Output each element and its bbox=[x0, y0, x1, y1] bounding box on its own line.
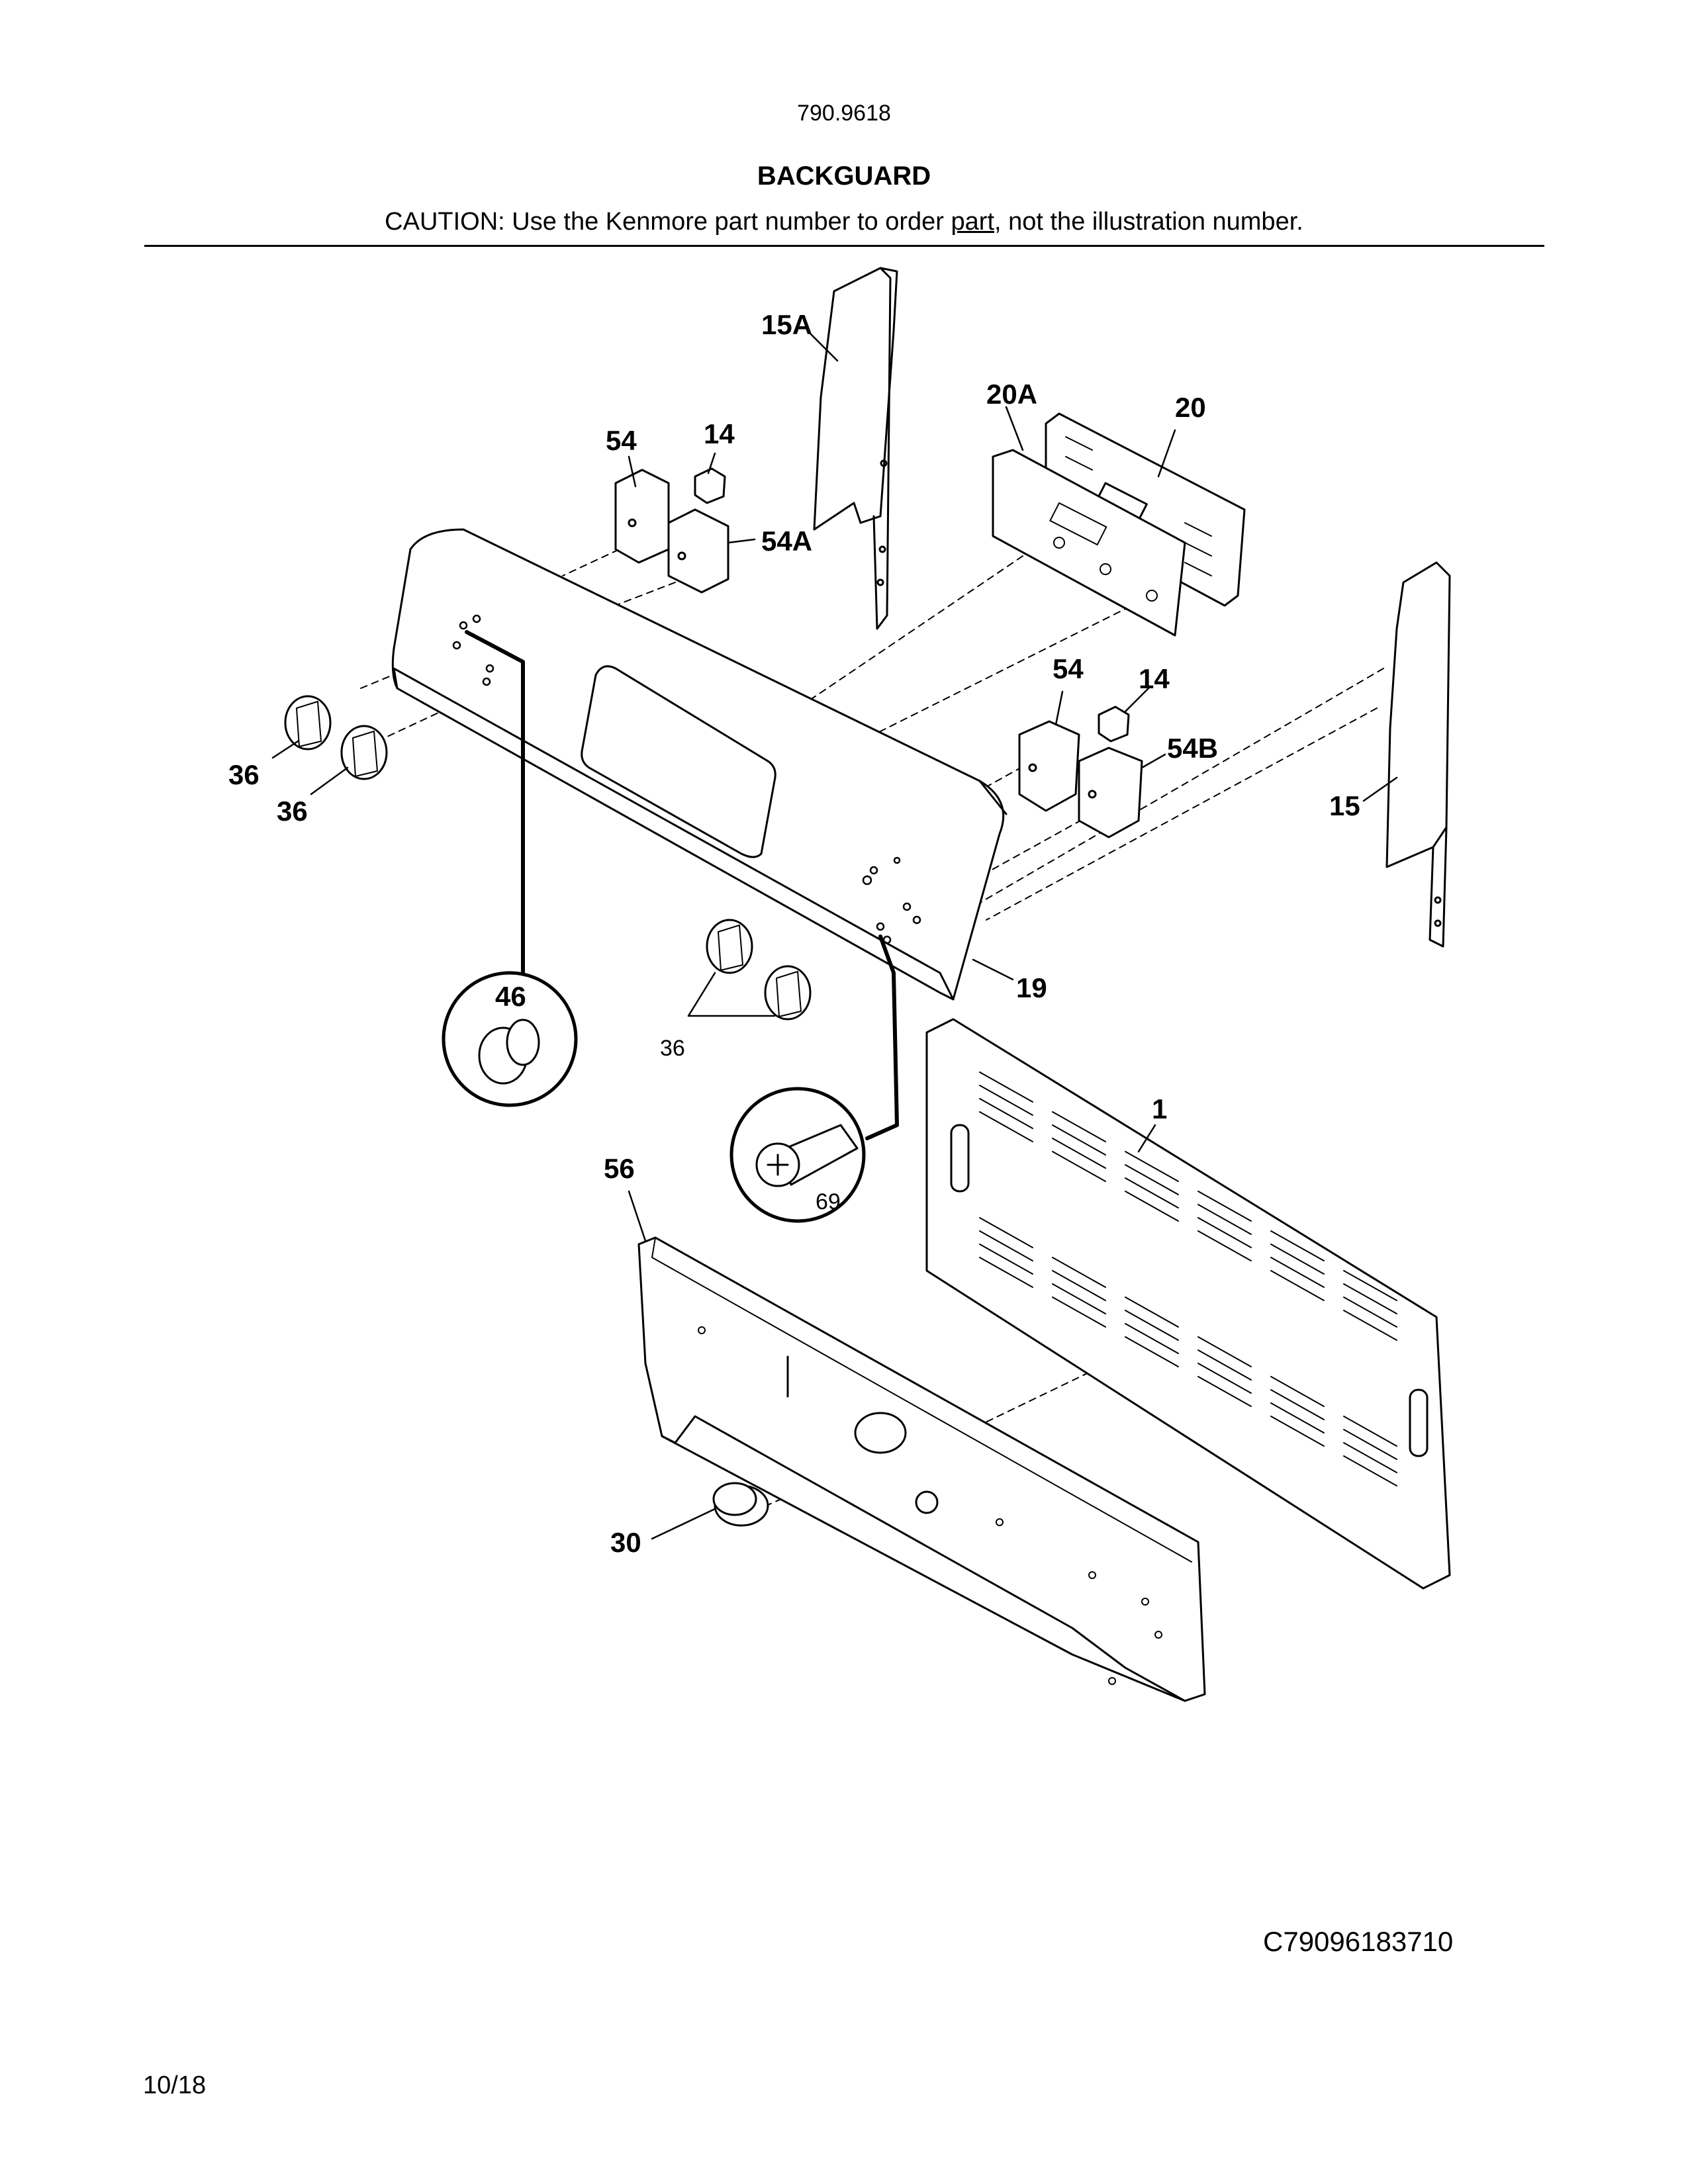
knob-left-upper bbox=[284, 695, 332, 751]
panel-mount-holes bbox=[452, 614, 921, 944]
label-20: 20 bbox=[1175, 392, 1206, 423]
revision-date: 10/18 bbox=[143, 2071, 207, 2099]
page-title: BACKGUARD bbox=[757, 161, 931, 191]
control-overlay bbox=[992, 449, 1186, 637]
caution-note: CAUTION: Use the Kenmore part number to … bbox=[0, 208, 1688, 236]
relay-upper bbox=[694, 467, 726, 504]
caution-text-end: , not the illustration number. bbox=[994, 208, 1303, 236]
diagram-code: C79096183710 bbox=[1263, 1926, 1454, 1957]
knob-left-lower bbox=[340, 725, 388, 780]
switch-upper-front bbox=[667, 508, 729, 594]
label-54-mid: 54 bbox=[1053, 653, 1084, 684]
detail-callout-screw bbox=[729, 934, 899, 1223]
header-rule bbox=[144, 245, 1544, 247]
knob-center-lower bbox=[764, 965, 812, 1021]
switch-mid-rear bbox=[1018, 720, 1080, 812]
detail-callout-cap bbox=[442, 630, 578, 1107]
label-54a: 54A bbox=[761, 525, 812, 557]
label-19: 19 bbox=[1016, 972, 1047, 1003]
label-1: 1 bbox=[1152, 1093, 1167, 1124]
label-20a: 20A bbox=[986, 379, 1037, 410]
label-36-b: 36 bbox=[277, 796, 308, 827]
label-15a: 15A bbox=[761, 309, 812, 340]
label-54-top: 54 bbox=[606, 425, 637, 456]
switch-upper-rear bbox=[614, 469, 670, 564]
lower-rear-panel bbox=[637, 1236, 1206, 1702]
backguard-panel bbox=[391, 528, 1008, 1001]
label-leader-lines bbox=[271, 333, 1398, 1540]
label-30: 30 bbox=[610, 1527, 641, 1558]
caution-text-start: CAUTION: Use the Kenmore part number to … bbox=[385, 208, 951, 236]
rear-vent-panel bbox=[925, 1018, 1451, 1590]
electronic-control-board bbox=[1045, 412, 1246, 607]
label-14-top: 14 bbox=[704, 418, 735, 449]
switch-mid-front bbox=[1078, 747, 1143, 839]
label-46: 46 bbox=[495, 981, 526, 1012]
label-54b: 54B bbox=[1167, 733, 1218, 764]
end-bracket-left bbox=[813, 267, 898, 630]
label-36-a: 36 bbox=[228, 759, 259, 790]
hole-plug bbox=[712, 1482, 769, 1527]
label-69: 69 bbox=[816, 1189, 841, 1214]
model-number: 790.9618 bbox=[797, 101, 891, 126]
label-15: 15 bbox=[1329, 790, 1360, 821]
part-labels: 15A 20A 20 54 14 54A 36 36 54 14 54B 15 … bbox=[228, 309, 1360, 1558]
relay-mid bbox=[1098, 705, 1130, 743]
label-36-c: 36 bbox=[660, 1036, 685, 1061]
end-bracket-right bbox=[1385, 561, 1451, 948]
caution-text-underlined: part bbox=[951, 208, 994, 236]
vent-slots bbox=[979, 1071, 1397, 1486]
knob-center-upper bbox=[706, 919, 753, 974]
label-14-mid: 14 bbox=[1139, 663, 1170, 694]
label-56: 56 bbox=[604, 1153, 635, 1184]
